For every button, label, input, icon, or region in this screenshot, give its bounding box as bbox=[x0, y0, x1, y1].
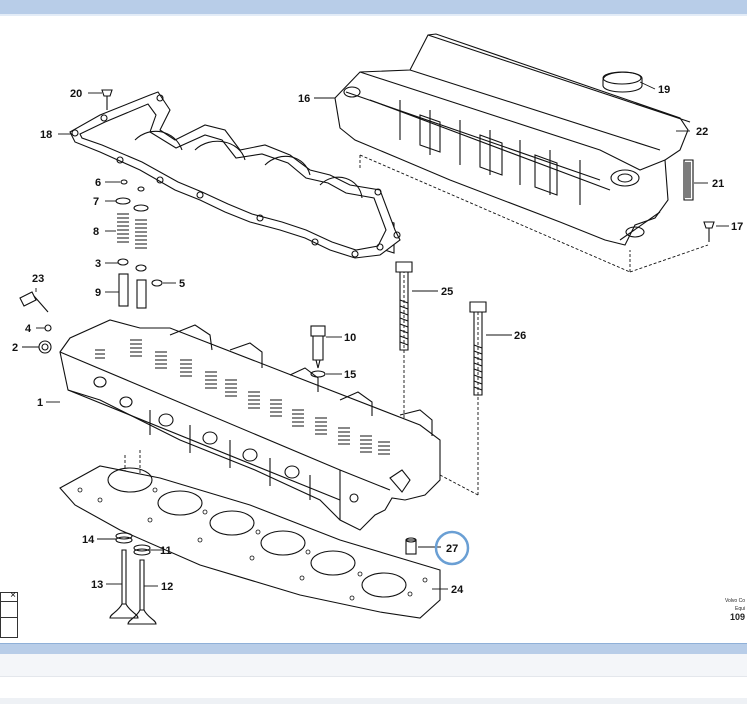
seal-strip[interactable] bbox=[683, 159, 694, 201]
valve-cover-gasket[interactable] bbox=[69, 91, 401, 259]
footer-strip bbox=[0, 698, 747, 704]
valve-13[interactable] bbox=[109, 549, 139, 619]
callout-3[interactable]: 3 bbox=[95, 258, 101, 270]
status-strip bbox=[0, 654, 747, 677]
exploded-parts-diagram: 20 18 16 19 22 21 17 6 7 8 3 9 5 23 4 2 … bbox=[12, 33, 743, 625]
callout-18[interactable]: 18 bbox=[40, 129, 52, 141]
callout-22[interactable]: 22 bbox=[696, 126, 708, 138]
callout-7[interactable]: 7 bbox=[93, 196, 99, 208]
mini-row bbox=[1, 601, 17, 602]
washer-4[interactable] bbox=[44, 324, 52, 332]
injector[interactable] bbox=[310, 325, 326, 378]
callout-5[interactable]: 5 bbox=[179, 278, 185, 290]
credit-line-1: Volvo Co bbox=[724, 598, 745, 604]
callout-11[interactable]: 11 bbox=[160, 545, 172, 557]
mini-row bbox=[1, 617, 17, 618]
callout-4[interactable]: 4 bbox=[25, 323, 32, 335]
cylinder-head[interactable] bbox=[59, 319, 441, 531]
callout-17[interactable]: 17 bbox=[731, 221, 743, 233]
leader-lines bbox=[22, 81, 729, 590]
dowel-sleeve-27[interactable] bbox=[405, 537, 417, 555]
callout-19[interactable]: 19 bbox=[658, 84, 670, 96]
valve-cover[interactable] bbox=[334, 33, 691, 254]
callout-6[interactable]: 6 bbox=[95, 177, 101, 189]
sensor-23[interactable] bbox=[19, 291, 49, 313]
top-divider bbox=[0, 14, 747, 16]
diagram-viewer[interactable]: 20 18 16 19 22 21 17 6 7 8 3 9 5 23 4 2 … bbox=[0, 16, 747, 643]
oil-filler-cap[interactable] bbox=[602, 71, 643, 93]
callout-2[interactable]: 2 bbox=[12, 342, 18, 354]
bottom-window-bar bbox=[0, 643, 747, 654]
callout-12[interactable]: 12 bbox=[161, 581, 173, 593]
head-gasket[interactable] bbox=[59, 465, 441, 619]
gasket-screw[interactable] bbox=[101, 89, 113, 110]
figure-number: 109 bbox=[729, 612, 745, 622]
callout-highlight-ring bbox=[434, 530, 470, 566]
alignment-lines bbox=[124, 154, 709, 520]
valve-seal-11[interactable] bbox=[133, 544, 151, 556]
callout-9[interactable]: 9 bbox=[95, 287, 101, 299]
mini-navigator-window[interactable]: × bbox=[0, 590, 18, 638]
callout-15[interactable]: 15 bbox=[344, 369, 356, 381]
callout-13[interactable]: 13 bbox=[91, 579, 103, 591]
plug-2[interactable] bbox=[38, 340, 52, 354]
top-window-bar bbox=[0, 0, 747, 15]
valve-seal-14[interactable] bbox=[115, 532, 133, 544]
callout-27[interactable]: 27 bbox=[446, 543, 458, 555]
callout-1[interactable]: 1 bbox=[37, 397, 43, 409]
callout-26[interactable]: 26 bbox=[514, 330, 526, 342]
credit-line-2: Equi bbox=[734, 606, 745, 612]
head-bolt-26[interactable] bbox=[469, 301, 487, 396]
close-icon[interactable]: × bbox=[10, 590, 16, 601]
cover-screw[interactable] bbox=[703, 221, 715, 242]
callout-16[interactable]: 16 bbox=[298, 93, 310, 105]
figure-credit: Volvo Co Equi 109 bbox=[724, 597, 745, 622]
callout-8[interactable]: 8 bbox=[93, 226, 99, 238]
callout-10[interactable]: 10 bbox=[344, 332, 356, 344]
callout-14[interactable]: 14 bbox=[82, 534, 95, 546]
valve-12[interactable] bbox=[127, 559, 157, 625]
head-bolt-25[interactable] bbox=[395, 261, 413, 351]
callout-24[interactable]: 24 bbox=[451, 584, 464, 596]
callout-23[interactable]: 23 bbox=[32, 273, 44, 285]
callout-20[interactable]: 20 bbox=[70, 88, 82, 100]
callout-21[interactable]: 21 bbox=[712, 178, 724, 190]
callout-25[interactable]: 25 bbox=[441, 286, 453, 298]
valve-train-parts[interactable] bbox=[115, 179, 163, 309]
